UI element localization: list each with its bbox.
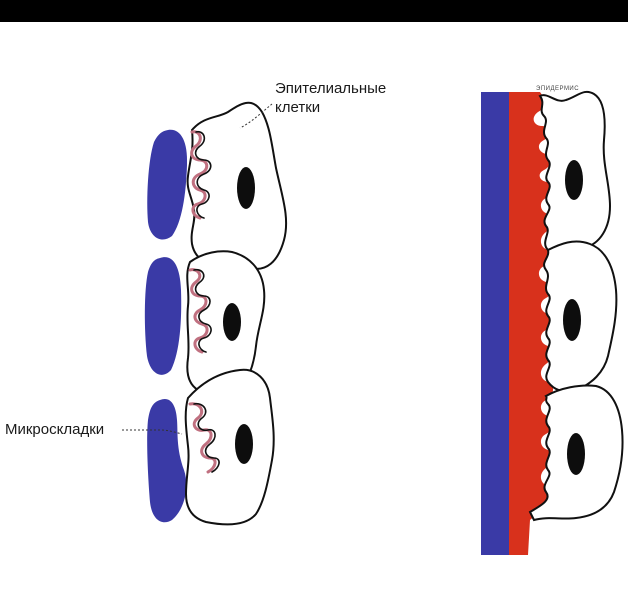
right-blue-strip: [481, 92, 509, 555]
label-microfolds: Микроскладки: [5, 421, 104, 439]
blue-blob-top: [147, 130, 187, 240]
left-cell-top: [188, 103, 287, 269]
nucleus-right-top: [565, 160, 583, 200]
label-epithelial-line2: клетки: [275, 99, 320, 117]
nucleus-left-top: [237, 167, 255, 209]
left-cell-bottom: [186, 370, 274, 525]
label-epithelial-line1: Эпителиальные: [275, 80, 386, 98]
tiny-annotation: ЭПИДЕРМИС: [536, 86, 579, 92]
blue-blob-bottom: [147, 399, 186, 522]
nucleus-left-middle: [223, 303, 241, 341]
left-blue-blobs: [145, 130, 187, 522]
blue-blob-middle: [145, 257, 181, 375]
nucleus-right-bottom: [567, 433, 585, 475]
nucleus-left-bottom: [235, 424, 253, 464]
nucleus-right-middle: [563, 299, 581, 341]
